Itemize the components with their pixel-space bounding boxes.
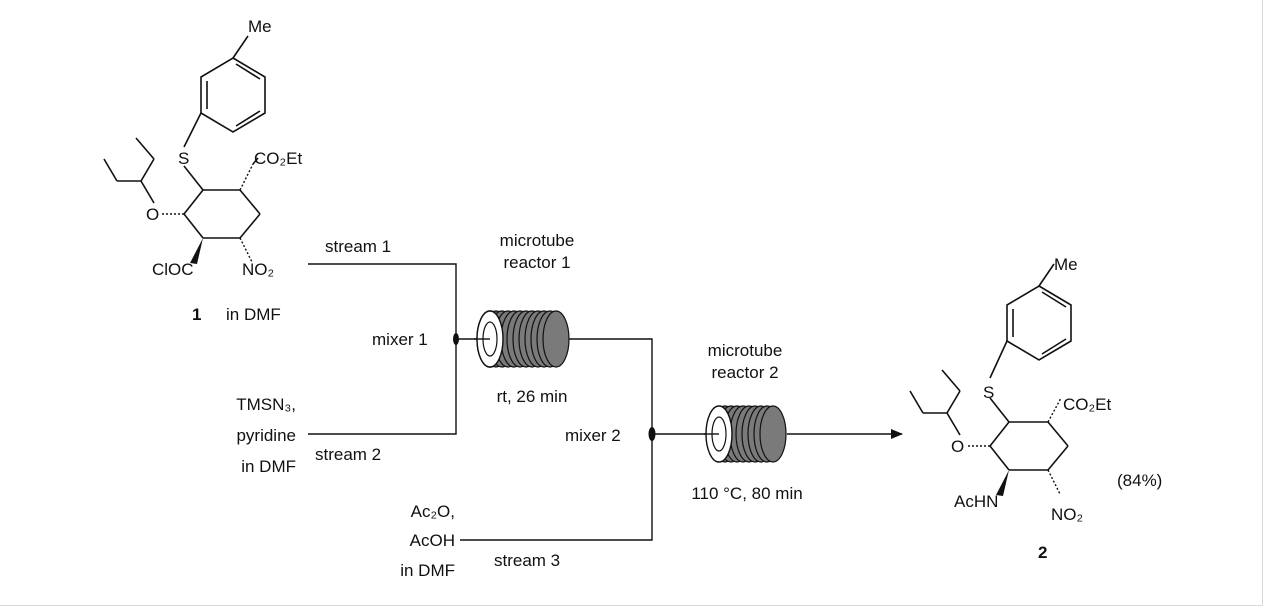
- tolyl-ring-2: [1006, 285, 1072, 361]
- compound-2-number: 2: [1038, 543, 1047, 562]
- stream-3-label: stream 3: [494, 551, 560, 570]
- reactor-1-title-line2: reactor 1: [503, 253, 570, 272]
- c2-methyl-label: Me: [1054, 255, 1078, 274]
- mixer-1-label: mixer 1: [372, 330, 428, 349]
- reactor-2-conditions: 110 °C, 80 min: [691, 484, 802, 503]
- c1-nitro-label: NO₂: [242, 260, 274, 279]
- reactor-2-coil: [704, 405, 787, 463]
- yield-label: (84%): [1117, 471, 1162, 490]
- reactor-1-title-line1: microtube: [500, 231, 575, 250]
- c1-methyl-label: Me: [248, 17, 272, 36]
- flow-lines: [308, 263, 903, 541]
- stream-1-2-line: [308, 263, 457, 435]
- stream-3-reagent-line2: AcOH: [410, 531, 455, 550]
- mixer-1-junction: [453, 333, 459, 345]
- compound-1-structure: [103, 35, 266, 264]
- stream-3-reagent-line1: Ac₂O,: [411, 502, 455, 521]
- c1-acid-chloride-label: ClOC: [152, 260, 194, 279]
- reactor-1-conditions: rt, 26 min: [497, 387, 568, 406]
- compound-1-solvent: in DMF: [226, 305, 281, 324]
- reactor-1-coil: [474, 310, 570, 368]
- stream-2-label: stream 2: [315, 445, 381, 464]
- stream-1-label: stream 1: [325, 237, 391, 256]
- reactor1-to-stream3-line: [460, 338, 653, 541]
- stream-2-reagent-line1: TMSN₃,: [236, 395, 296, 414]
- c2-acetamide-label: AcHN: [954, 492, 998, 511]
- c1-oxygen-label: O: [146, 205, 159, 224]
- c1-ester-label: CO₂Et: [254, 149, 302, 168]
- c2-ester-label: CO₂Et: [1063, 395, 1111, 414]
- compound-2-structure: [909, 263, 1072, 496]
- c1-sulfur-label: S: [178, 149, 189, 168]
- reactor-2-title-line2: reactor 2: [711, 363, 778, 382]
- compound-1-number: 1: [192, 305, 201, 324]
- reactor-2-title-line1: microtube: [708, 341, 783, 360]
- c2-sulfur-label: S: [983, 383, 994, 402]
- tolyl-ring-1: [200, 57, 266, 133]
- stream-2-reagent-line3: in DMF: [241, 457, 296, 476]
- mixer-2-label: mixer 2: [565, 426, 621, 445]
- stream-3-reagent-line3: in DMF: [400, 561, 455, 580]
- c2-nitro-label: NO₂: [1051, 505, 1083, 524]
- stream-2-reagent-line2: pyridine: [236, 426, 296, 445]
- c2-oxygen-label: O: [951, 437, 964, 456]
- mixer-2-junction: [648, 427, 656, 441]
